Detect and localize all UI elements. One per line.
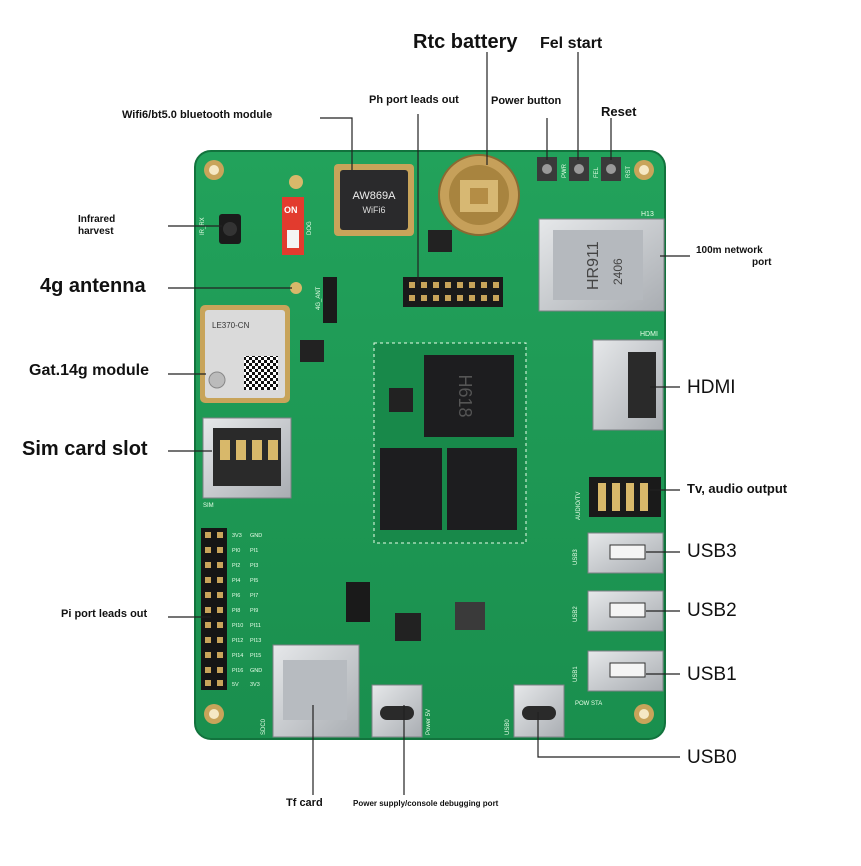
label-usb3: USB3 — [687, 541, 737, 562]
label-4g-module: Gat.14g module — [29, 362, 150, 379]
label-pi-port: Pi port leads out — [61, 608, 148, 620]
soc-area: H618 — [373, 342, 527, 544]
svg-text:PI14: PI14 — [232, 653, 243, 659]
svg-text:PI9: PI9 — [250, 608, 258, 614]
svg-text:USB2: USB2 — [573, 606, 579, 622]
audio-jack: AUDIO/TV — [576, 477, 661, 520]
mounting-holes — [204, 160, 654, 724]
label-power-button: Power button — [491, 95, 562, 107]
label-wifi-module: Wifi6/bt5.0 bluetooth module — [122, 109, 273, 121]
svg-text:PI0: PI0 — [232, 548, 240, 554]
svg-text:SDC0: SDC0 — [261, 718, 267, 735]
svg-text:PI16: PI16 — [232, 668, 243, 674]
svg-text:PI6: PI6 — [232, 593, 240, 599]
antenna-connector — [290, 282, 302, 294]
label-network-2: port — [752, 257, 772, 268]
svg-text:AW869A: AW869A — [352, 190, 396, 202]
svg-text:PI8: PI8 — [232, 608, 240, 614]
svg-text:RST: RST — [626, 166, 632, 178]
svg-text:LE370-CN: LE370-CN — [212, 321, 250, 330]
svg-text:USB0: USB0 — [505, 719, 511, 735]
usb-c-ports: Power 5V USB0 — [371, 684, 565, 738]
svg-text:PWR: PWR — [562, 163, 568, 178]
svg-text:PI3: PI3 — [250, 563, 258, 569]
tf-card-slot: SDC0 — [261, 644, 360, 738]
ufl-connector — [289, 175, 303, 189]
svg-text:PI15: PI15 — [250, 653, 261, 659]
label-hdmi: HDMI — [687, 377, 736, 398]
svg-text:3V3: 3V3 — [232, 533, 242, 539]
svg-text:H13: H13 — [641, 211, 654, 218]
pi-header-silk-right: GND PI1 PI3 PI5 PI7 PI9 PI11 PI13 PI15 G… — [250, 533, 262, 688]
4g-module: LE370-CN — [200, 305, 290, 403]
pi-header-silk-left: 3V3 PI0 PI2 PI4 PI6 PI8 PI10 PI12 PI14 P… — [232, 533, 243, 688]
svg-text:H618: H618 — [455, 374, 475, 417]
small-header — [323, 277, 337, 323]
svg-text:5V: 5V — [232, 682, 239, 688]
label-tf-card: Tf card — [286, 797, 323, 809]
svg-text:PI10: PI10 — [232, 623, 243, 629]
tact-buttons: PWR FEL RST — [537, 157, 632, 181]
label-ph-port: Ph port leads out — [369, 94, 459, 106]
label-power-supply: Power supply/console debugging port — [353, 799, 499, 808]
dip-switch: ON DOG — [282, 197, 313, 255]
hdmi-connector: HDMI — [592, 331, 664, 431]
label-usb1: USB1 — [687, 664, 737, 685]
svg-text:4G_ANT: 4G_ANT — [316, 286, 322, 310]
svg-text:PI1: PI1 — [250, 548, 258, 554]
svg-text:PI4: PI4 — [232, 578, 240, 584]
svg-text:PI13: PI13 — [250, 638, 261, 644]
label-reset: Reset — [601, 104, 637, 119]
label-network-1: 100m network — [696, 245, 763, 256]
svg-text:HDMI: HDMI — [640, 331, 658, 338]
svg-text:PI2: PI2 — [232, 563, 240, 569]
svg-text:3V3: 3V3 — [250, 682, 260, 688]
svg-text:POW STA: POW STA — [575, 701, 602, 707]
label-4g-antenna: 4g antenna — [40, 275, 146, 297]
ethernet-jack: HR911 2406 H13 — [538, 211, 665, 312]
svg-text:ON: ON — [284, 205, 298, 215]
label-usb0: USB0 — [687, 747, 737, 768]
label-sim-slot: Sim card slot — [22, 438, 148, 460]
svg-text:USB3: USB3 — [573, 549, 579, 565]
label-tv-audio: Tv, audio output — [687, 481, 788, 496]
sim-slot: SIM — [202, 417, 292, 509]
label-infrared-1: Infrared — [78, 214, 116, 225]
svg-text:PI7: PI7 — [250, 593, 258, 599]
svg-text:PI12: PI12 — [232, 638, 243, 644]
leader-lines — [168, 52, 690, 795]
wifi-module: AW869A WiFi6 — [334, 164, 414, 236]
svg-text:PI11: PI11 — [250, 623, 261, 629]
svg-text:HR911: HR911 — [585, 241, 602, 290]
label-fel-start: Fel start — [540, 35, 603, 52]
label-rtc-battery: Rtc battery — [413, 31, 518, 53]
svg-text:SIM: SIM — [203, 503, 214, 509]
svg-text:DOG: DOG — [307, 221, 313, 235]
ph-header — [403, 277, 503, 307]
svg-text:GND: GND — [250, 668, 262, 674]
svg-text:WiFi6: WiFi6 — [363, 205, 386, 215]
svg-text:Power 5V: Power 5V — [426, 709, 432, 735]
svg-text:FEL: FEL — [594, 166, 600, 178]
svg-text:USB1: USB1 — [573, 666, 579, 682]
svg-text:GND: GND — [250, 533, 262, 539]
label-usb2: USB2 — [687, 600, 737, 621]
svg-text:2406: 2406 — [611, 258, 625, 285]
svg-text:AUDIO/TV: AUDIO/TV — [576, 492, 582, 520]
small-components — [300, 230, 485, 641]
label-infrared-2: harvest — [78, 226, 114, 237]
pi-header — [201, 528, 227, 690]
rtc-battery-holder — [438, 154, 520, 236]
svg-text:PI5: PI5 — [250, 578, 258, 584]
